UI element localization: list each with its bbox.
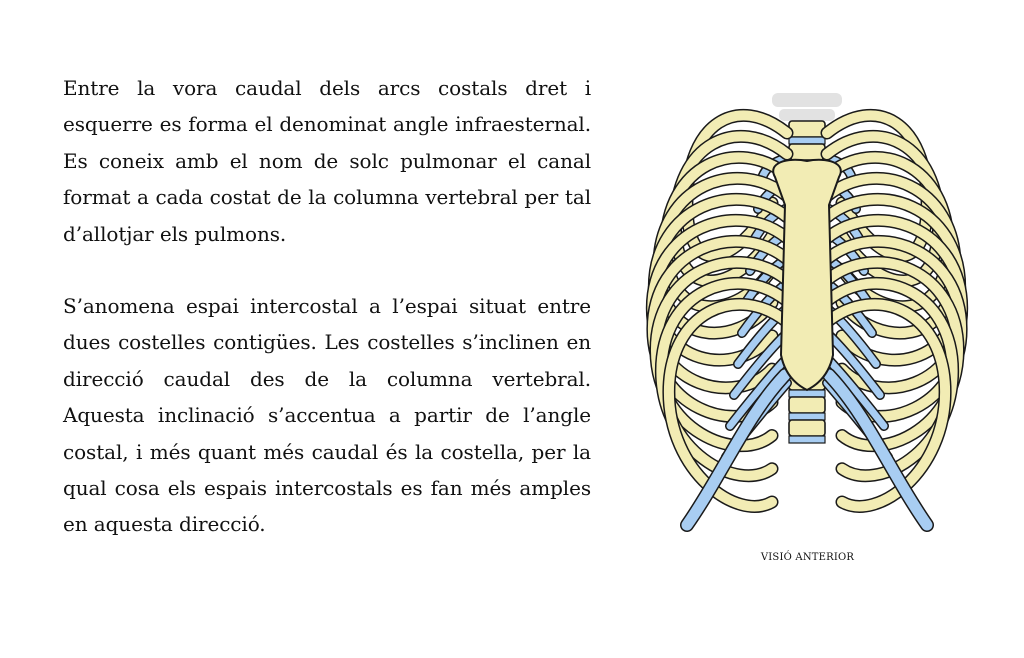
rib — [822, 278, 958, 481]
intervertebral-disc — [788, 412, 826, 421]
costal-arch — [823, 369, 933, 531]
paragraph-espai-intercostal: S’anomena espai intercostal a l’espai si… — [63, 294, 591, 537]
rib-cage-illustration — [645, 93, 969, 532]
paragraph-angle-infraesternal: Entre la vora caudal dels arcs costals d… — [63, 76, 591, 246]
rib — [656, 278, 792, 481]
costal-arch — [681, 369, 791, 531]
vertebra — [788, 120, 826, 138]
faded-vertebra — [779, 109, 835, 121]
intervertebral-disc — [788, 136, 826, 145]
rib — [663, 299, 792, 512]
figure-caption: VISIÓ ANTERIOR — [760, 552, 855, 563]
sternum — [772, 158, 842, 392]
vertebra — [788, 396, 826, 414]
faded-vertebra — [772, 93, 842, 107]
rib — [822, 299, 951, 512]
rib-cage-figure: VISIÓ ANTERIOR — [640, 85, 975, 580]
intervertebral-disc — [788, 435, 826, 444]
vertebra — [788, 419, 826, 437]
text-column: Entre la vora caudal dels arcs costals d… — [63, 70, 591, 543]
vertebra — [788, 143, 826, 161]
